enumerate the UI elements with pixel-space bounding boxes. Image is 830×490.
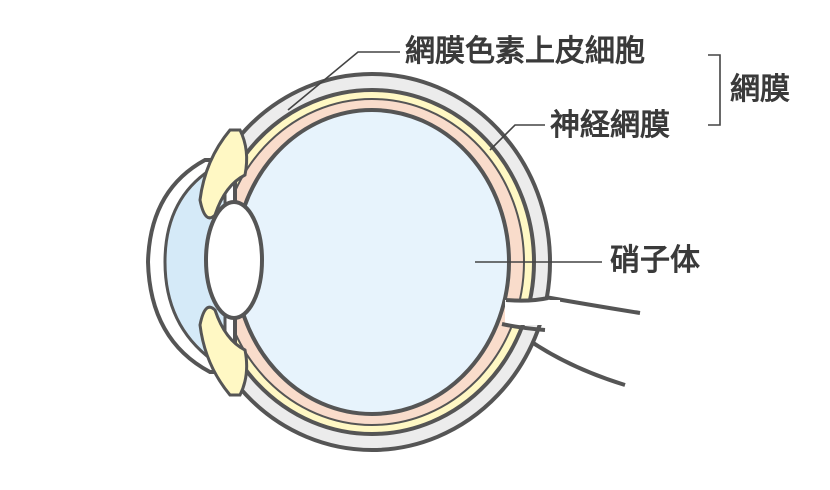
optic-disc-gap — [505, 300, 560, 325]
label-neural-retina: 神経網膜 — [550, 108, 670, 143]
label-vitreous: 硝子体 — [610, 243, 700, 278]
lens — [204, 200, 264, 320]
optic-disc-upper-edge — [505, 296, 549, 303]
optic-disc-lower-edge — [501, 322, 546, 332]
ciliary-body-bottom — [198, 305, 249, 397]
label-retina: 網膜 — [730, 72, 790, 107]
leader-line-neural-retina — [489, 124, 545, 151]
retina-bracket — [708, 54, 721, 126]
label-rpe: 網膜色素上皮細胞 — [405, 34, 645, 69]
vitreous-body — [233, 108, 511, 416]
leader-line-rpe — [287, 51, 400, 111]
optic-nerve-upper-edge — [544, 295, 641, 315]
